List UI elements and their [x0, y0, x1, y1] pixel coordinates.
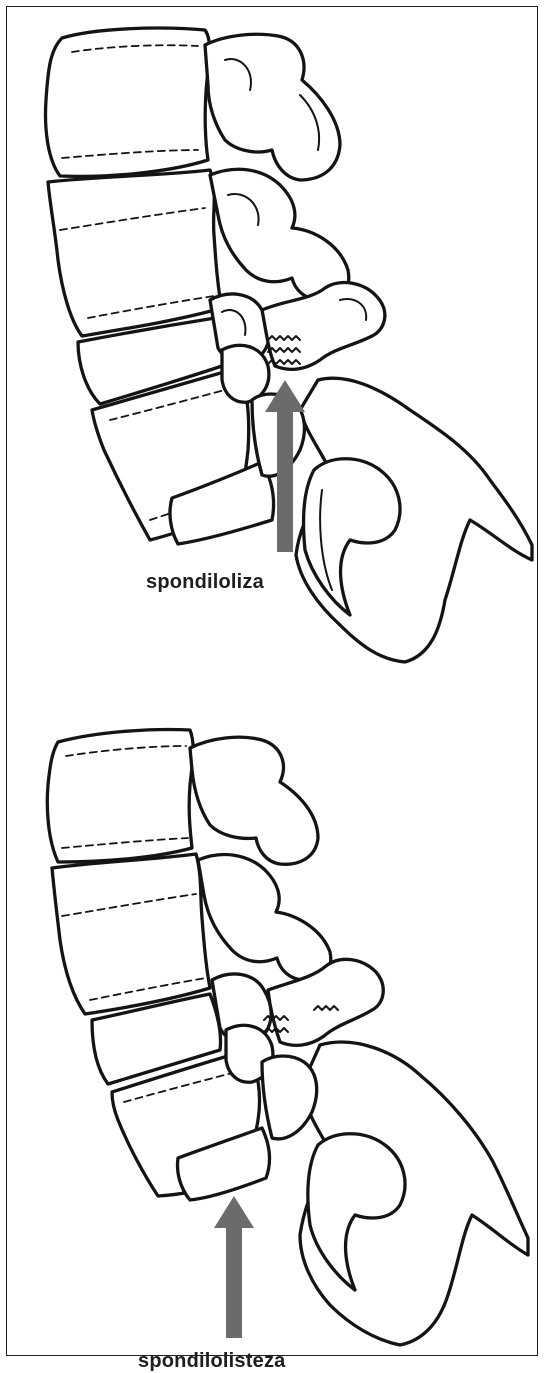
- arrow-head: [214, 1196, 254, 1228]
- label-spondylolisthesis: spondilolisteza: [138, 1350, 285, 1373]
- spondylolysis-illustration: [0, 0, 546, 690]
- vertebra-L1-process: [190, 737, 318, 864]
- vertebra-L5-posterior: [262, 1056, 317, 1139]
- arrow-shaft: [226, 1226, 242, 1338]
- spondylolisthesis-panel: spondilolisteza: [0, 690, 546, 1361]
- vertebra-L2-body: [52, 854, 210, 1014]
- spondylolysis-panel: spondiloliza: [0, 0, 546, 690]
- vertebra-L2-process: [198, 855, 331, 980]
- spondylolisthesis-illustration: [0, 690, 546, 1361]
- vertebra-L1-process: [205, 34, 340, 180]
- vertebra-L2-body: [48, 170, 222, 336]
- vertebra-L3-posterior: [262, 283, 385, 370]
- label-spondylolysis: spondiloliza: [146, 571, 264, 594]
- vertebra-L1-body: [46, 28, 210, 176]
- arrow-shaft: [277, 410, 293, 552]
- vertebra-L2-process: [210, 169, 349, 300]
